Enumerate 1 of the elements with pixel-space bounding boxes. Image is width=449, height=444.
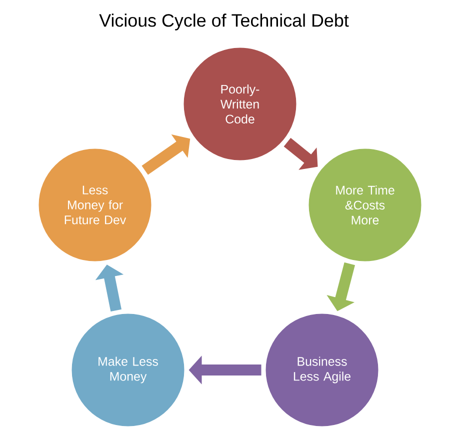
title: Vicious Cycle of Technical Debt	[99, 14, 349, 30]
